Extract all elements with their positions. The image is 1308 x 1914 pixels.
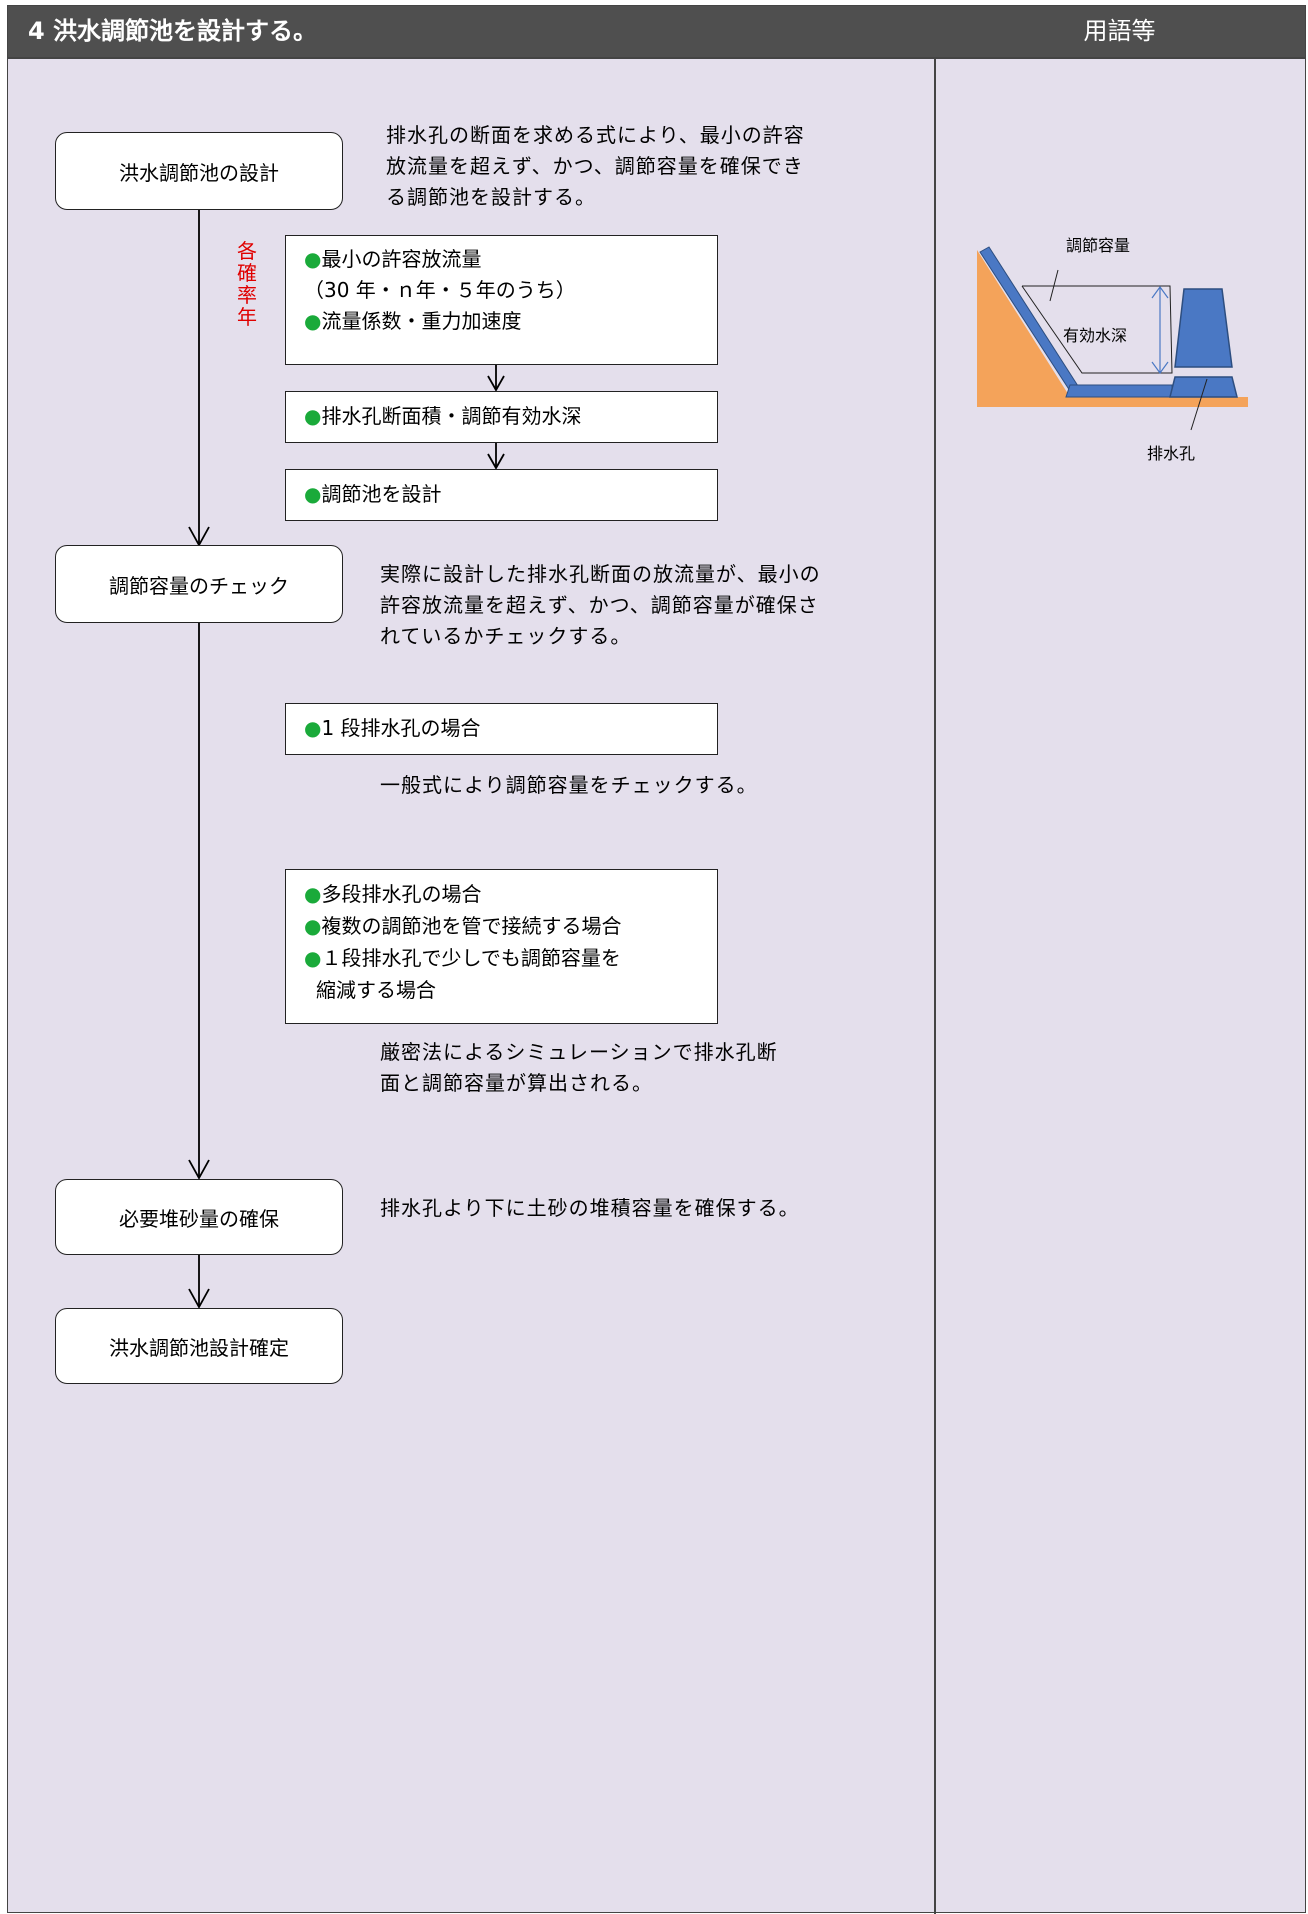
outlet-structure xyxy=(1169,376,1238,398)
multi-text: 多段排水孔の場合 xyxy=(321,882,482,906)
bullet-icon: ● xyxy=(304,404,322,428)
flow-step-design: 洪水調節池の設計 xyxy=(55,132,343,210)
inputs-text: 流量係数・重力加速度 xyxy=(321,309,522,333)
outlet-area-text: 排水孔断面積・調節有効水深 xyxy=(321,404,582,428)
multi-line-3: ●１段排水孔で少しでも調節容量を xyxy=(304,942,699,974)
water-outline xyxy=(1021,285,1173,374)
diagram-label-depth: 有効水深 xyxy=(1063,326,1128,345)
bullet-icon: ● xyxy=(304,946,322,970)
label-char: 年 xyxy=(237,305,257,329)
diagram-label-outlet: 排水孔 xyxy=(1147,444,1196,463)
bullet-icon: ● xyxy=(304,882,322,906)
inputs-line-1: ●最小の許容放流量 xyxy=(304,244,699,275)
label-char: 確 xyxy=(237,261,257,285)
design-box: ●調節池を設計 xyxy=(285,469,718,521)
depth-arrow-top xyxy=(1151,285,1169,299)
probability-year-label: 各 確 率 年 xyxy=(235,240,259,328)
multi-line-4: 縮減する場合 xyxy=(316,978,436,1002)
depth-arrow-bottom xyxy=(1151,361,1169,375)
inputs-line-2: （30 年・ｎ年・５年のうち） xyxy=(304,278,576,302)
single-outlet-text: 1 段排水孔の場合 xyxy=(321,716,481,740)
note-check: 実際に設計した排水孔断面の放流量が、最小の 許容放流量を超えず、かつ、調節容量が… xyxy=(380,562,821,648)
diagram-label-volume: 調節容量 xyxy=(1066,236,1131,255)
note-multi-outlet: 厳密法によるシミュレーションで排水孔断 面と調節容量が算出される。 xyxy=(380,1040,778,1095)
column-divider xyxy=(934,57,936,1914)
sub-arrow-2 xyxy=(487,453,505,470)
flow-step-final: 洪水調節池設計確定 xyxy=(55,1308,343,1384)
bullet-icon: ● xyxy=(304,247,322,271)
header-divider xyxy=(8,57,1305,59)
multi-line-1: ●多段排水孔の場合 xyxy=(304,878,699,910)
bullet-icon: ● xyxy=(304,716,322,740)
inputs-box: ●最小の許容放流量 （30 年・ｎ年・５年のうち） ●流量係数・重力加速度 xyxy=(285,235,718,365)
note-sediment: 排水孔より下に土砂の堆積容量を確保する。 xyxy=(380,1196,800,1220)
pond-cross-section-diagram xyxy=(977,246,1248,431)
design-text: 調節池を設計 xyxy=(321,482,442,506)
multi-outlet-box: ●多段排水孔の場合 ●複数の調節池を管で接続する場合 ●１段排水孔で少しでも調節… xyxy=(285,869,718,1024)
multi-line-2: ●複数の調節池を管で接続する場合 xyxy=(304,910,699,942)
multi-text: 複数の調節池を管で接続する場合 xyxy=(321,914,622,938)
single-outlet-box: ●1 段排水孔の場合 xyxy=(285,703,718,755)
flow-step-sediment: 必要堆砂量の確保 xyxy=(55,1179,343,1255)
multi-text: １段排水孔で少しでも調節容量を xyxy=(321,946,621,970)
bullet-icon: ● xyxy=(304,482,322,506)
dam-body xyxy=(1174,288,1233,368)
bullet-icon: ● xyxy=(304,309,322,333)
label-char: 各 xyxy=(237,239,257,263)
main-arrow-3 xyxy=(188,1288,210,1309)
bottom-lining xyxy=(1065,384,1173,398)
earth-base xyxy=(977,397,1248,407)
flow-step-check: 調節容量のチェック xyxy=(55,545,343,623)
label-char: 率 xyxy=(237,283,257,307)
outlet-pointer xyxy=(1190,378,1208,431)
main-arrow-2 xyxy=(188,1159,210,1180)
sub-arrow-1 xyxy=(487,375,505,392)
inputs-line-3: ●流量係数・重力加速度 xyxy=(304,306,699,337)
inputs-text: 最小の許容放流量 xyxy=(321,247,482,271)
section-title: 4 洪水調節池を設計する。 xyxy=(8,6,934,57)
terms-column-title: 用語等 xyxy=(934,6,1305,57)
bullet-icon: ● xyxy=(304,914,322,938)
note-design: 排水孔の断面を求める式により、最小の許容 放流量を超えず、かつ、調節容量を確保で… xyxy=(386,123,805,209)
volume-pointer xyxy=(1049,269,1059,302)
outlet-area-box: ●排水孔断面積・調節有効水深 xyxy=(285,391,718,443)
earth-embankment xyxy=(977,250,1248,405)
note-single-outlet: 一般式により調節容量をチェックする。 xyxy=(380,773,758,797)
